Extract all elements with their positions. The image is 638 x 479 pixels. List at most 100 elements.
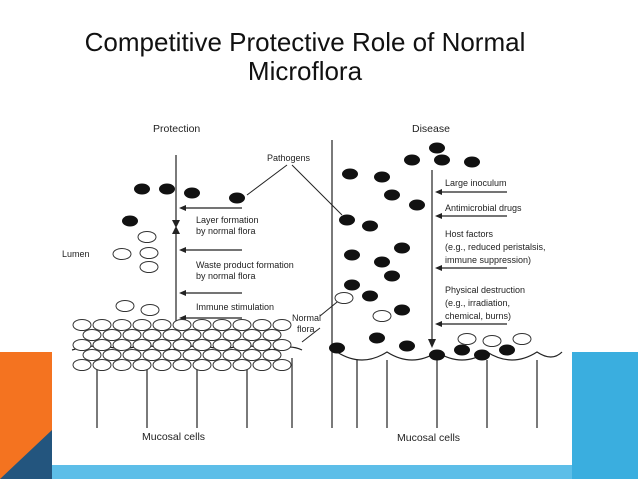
- normal-flora-cell: [152, 319, 172, 331]
- normal-flora-cell: [142, 349, 162, 361]
- normal-flora-cell: [82, 349, 102, 361]
- normal-flora-cell: [122, 349, 142, 361]
- normal-flora-cell: [334, 292, 354, 304]
- normal-flora-cell: [139, 247, 159, 259]
- normal-flora-cell: [122, 329, 142, 341]
- disease-down-arrow-head: [428, 339, 436, 348]
- normal-flora-cell: [272, 339, 292, 351]
- protection-up-arrow-head: [172, 226, 180, 234]
- normal-flora-cell: [137, 231, 157, 243]
- normal-flora-cell: [202, 349, 222, 361]
- pathogen-cell: [362, 220, 378, 232]
- disease-arrow-inoculum-head: [435, 189, 442, 195]
- pathogen-cell: [384, 189, 400, 201]
- normal-flora-cell: [252, 319, 272, 331]
- normal-flora-cell: [182, 329, 202, 341]
- pathogen-cell: [429, 142, 445, 154]
- normal-flora-cell: [72, 359, 92, 371]
- normal-flora-cell: [112, 359, 132, 371]
- protection-item-layer-line-2: by normal flora: [196, 226, 256, 236]
- pathogen-cell: [394, 242, 410, 254]
- disease-item-physical-line-2: (e.g., irradiation,: [445, 298, 510, 308]
- disease-arrow-physical-head: [435, 321, 442, 327]
- protection-header: Protection: [153, 123, 200, 135]
- pathogen-cell: [374, 171, 390, 183]
- normal-flora-cell: [272, 359, 292, 371]
- mucosal-cells-left-label: Mucosal cells: [142, 431, 205, 443]
- normal-flora-cell: [212, 319, 232, 331]
- pathogen-cell: [344, 279, 360, 291]
- blue-bottom-band: [52, 465, 572, 479]
- normal-flora-cell: [140, 304, 160, 316]
- slide-title-line-1: Competitive Protective Role of Normal: [84, 27, 526, 57]
- normal-flora-cell: [192, 359, 212, 371]
- normal-flora-cell: [132, 359, 152, 371]
- protection-item-immune: Immune stimulation: [196, 302, 274, 312]
- disease-item-inoculum: Large inoculum: [445, 178, 507, 188]
- normal-flora-cell: [102, 329, 122, 341]
- pathogen-cell: [384, 270, 400, 282]
- disease-arrow-antimicrobial-head: [435, 213, 442, 219]
- normal-flora-cell: [212, 359, 232, 371]
- pathogen-cell: [184, 187, 200, 199]
- pathogen-cell: [369, 332, 385, 344]
- protection-item-waste-line-1: Waste product formation: [196, 260, 294, 270]
- disease-item-host-line-3: immune suppression): [445, 255, 531, 265]
- disease-item-host-line-1: Host factors: [445, 229, 494, 239]
- pathogen-cell: [229, 192, 245, 204]
- pathogen-cell: [454, 344, 470, 356]
- protection-down-arrow-head: [172, 220, 180, 228]
- normal-flora-cell: [372, 310, 392, 322]
- pathogen-cell: [394, 304, 410, 316]
- normal-flora-cell: [192, 339, 212, 351]
- disease-item-physical-line-3: chemical, burns): [445, 311, 511, 321]
- disease-arrow-host-head: [435, 265, 442, 271]
- pathogens-pointer-left: [246, 164, 288, 196]
- normal-flora-cell: [92, 319, 112, 331]
- normal-flora-cell: [152, 339, 172, 351]
- protection-arrow-layer-head: [179, 205, 186, 211]
- normal-flora-cell: [172, 339, 192, 351]
- normal-flora-cell: [92, 339, 112, 351]
- normal-flora-cell: [232, 339, 252, 351]
- protection-item-layer-line-1: Layer formation: [196, 215, 259, 225]
- normal-flora-cell: [202, 329, 222, 341]
- normal-flora-cell: [242, 349, 262, 361]
- pathogen-cell: [474, 349, 490, 361]
- protection-arrow-immune-head: [179, 290, 186, 296]
- normal-flora-cell: [252, 339, 272, 351]
- normal-flora-label-line-2: flora: [297, 324, 315, 334]
- normal-flora-cell: [132, 339, 152, 351]
- protection-item-waste-line-2: by normal flora: [196, 271, 256, 281]
- normal-flora-cell: [139, 261, 159, 273]
- normal-flora-cell: [512, 333, 532, 345]
- normal-flora-cell: [232, 359, 252, 371]
- pathogen-cell: [464, 156, 480, 168]
- normal-flora-cell: [172, 359, 192, 371]
- normal-flora-cell: [232, 319, 252, 331]
- normal-flora-cell: [162, 349, 182, 361]
- pathogen-cell: [342, 168, 358, 180]
- pathogen-cell: [499, 344, 515, 356]
- normal-flora-cell: [132, 319, 152, 331]
- normal-flora-cell: [482, 335, 502, 347]
- normal-flora-cell: [457, 333, 477, 345]
- normal-flora-cell: [182, 349, 202, 361]
- normal-flora-cell: [222, 329, 242, 341]
- lumen-label: Lumen: [62, 249, 90, 259]
- pathogen-cell: [344, 249, 360, 261]
- normal-flora-cell: [212, 339, 232, 351]
- blue-corner-shape: [572, 352, 638, 479]
- pathogens-label: Pathogens: [267, 153, 311, 163]
- normal-flora-cell: [72, 339, 92, 351]
- normal-flora-cell: [92, 359, 112, 371]
- normal-flora-label-line-1: Normal: [292, 313, 321, 323]
- normal-flora-cell: [162, 329, 182, 341]
- disease-header: Disease: [412, 123, 450, 135]
- normal-flora-cell: [242, 329, 262, 341]
- normal-flora-cell: [152, 359, 172, 371]
- normal-flora-cell: [192, 319, 212, 331]
- pathogen-cell: [429, 349, 445, 361]
- normal-flora-cell: [82, 329, 102, 341]
